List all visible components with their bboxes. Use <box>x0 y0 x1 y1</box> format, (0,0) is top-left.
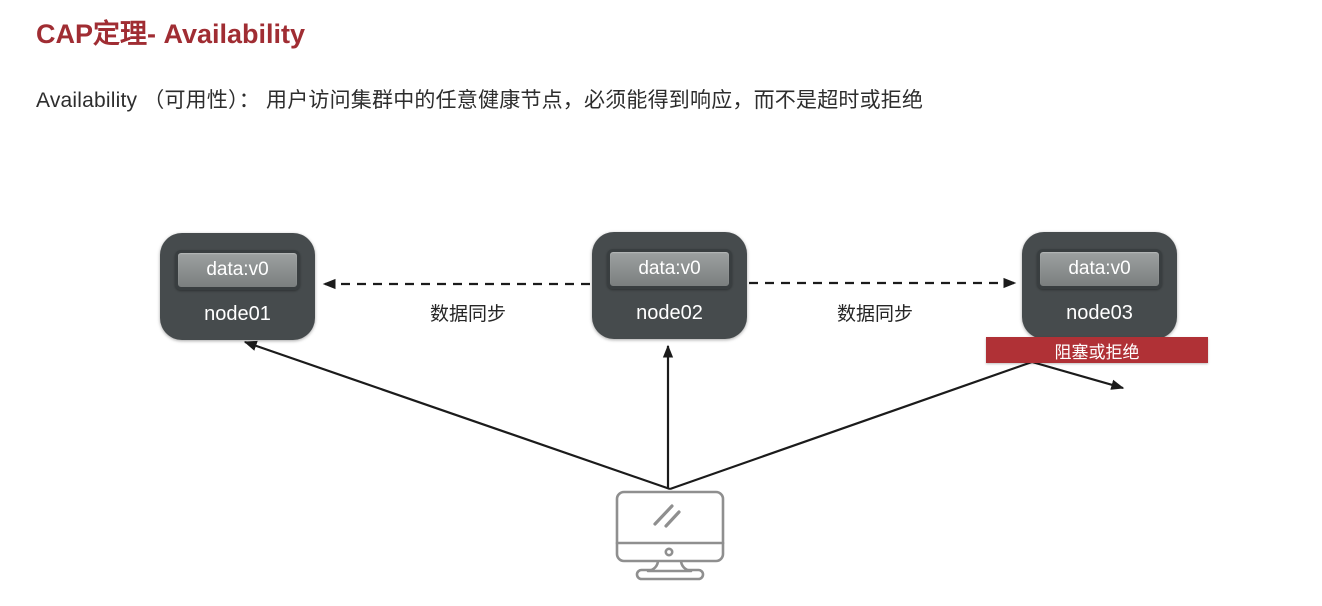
sync-label-right: 数据同步 <box>837 304 914 325</box>
page-title: CAP定理- Availability <box>36 19 306 49</box>
sync-label-left: 数据同步 <box>430 304 507 325</box>
client-computer-icon <box>615 490 725 581</box>
request-arrow-client-to-node01 <box>243 340 671 491</box>
node02-data-value: data:v0 <box>607 249 732 289</box>
node02-box: data:v0 node02 <box>592 232 747 339</box>
screen-shine-icon <box>653 504 681 528</box>
node03-box: data:v0 node03 <box>1022 232 1177 339</box>
node01-box: data:v0 node01 <box>160 233 315 340</box>
node03-data-value: data:v0 <box>1037 249 1162 289</box>
availability-definition-text: Availability （可用性）： 用户访问集群中的任意健康节点，必须能得到… <box>36 89 924 112</box>
node03-label: node03 <box>1066 302 1133 324</box>
node01-data-value: data:v0 <box>175 250 300 290</box>
node01-label: node01 <box>204 303 271 325</box>
blocked-or-rejected-banner: 阻塞或拒绝 <box>986 337 1208 363</box>
request-arrow-client-to-node03-rejected <box>669 360 1125 491</box>
node02-label: node02 <box>636 302 703 324</box>
